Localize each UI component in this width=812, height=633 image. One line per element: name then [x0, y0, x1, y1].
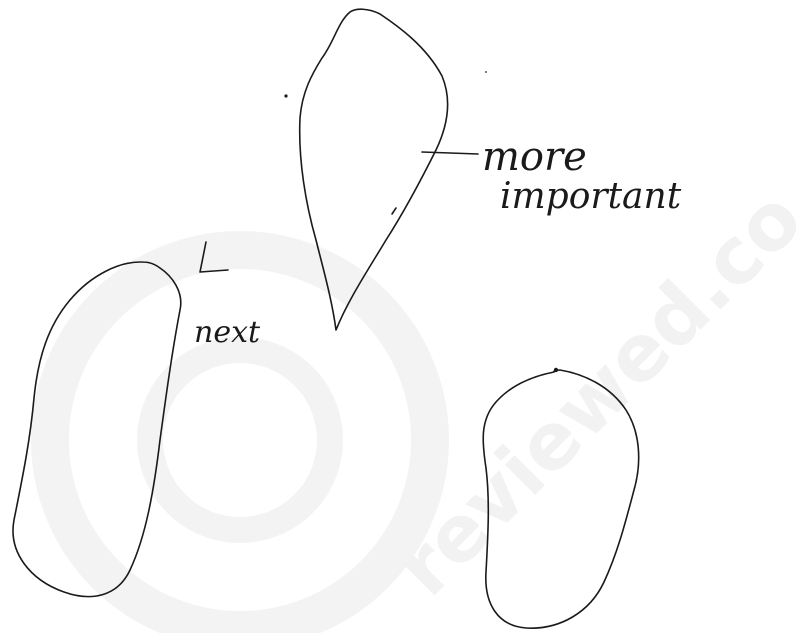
pointer-tick: [392, 208, 396, 214]
stray-dot: [485, 71, 487, 73]
stray-dot: [284, 94, 287, 97]
label-more: more: [482, 134, 587, 180]
label-important: important: [500, 176, 682, 217]
watermark-logo-inner: [150, 350, 330, 530]
watermark-text: reviewed.co: [380, 174, 812, 614]
pointer-line-more-important: [422, 152, 478, 154]
shape-bottom-right-dot: [554, 368, 558, 372]
watermark: reviewed.co: [50, 174, 812, 630]
watermark-logo-ring: [50, 250, 430, 630]
label-next: next: [194, 315, 261, 350]
